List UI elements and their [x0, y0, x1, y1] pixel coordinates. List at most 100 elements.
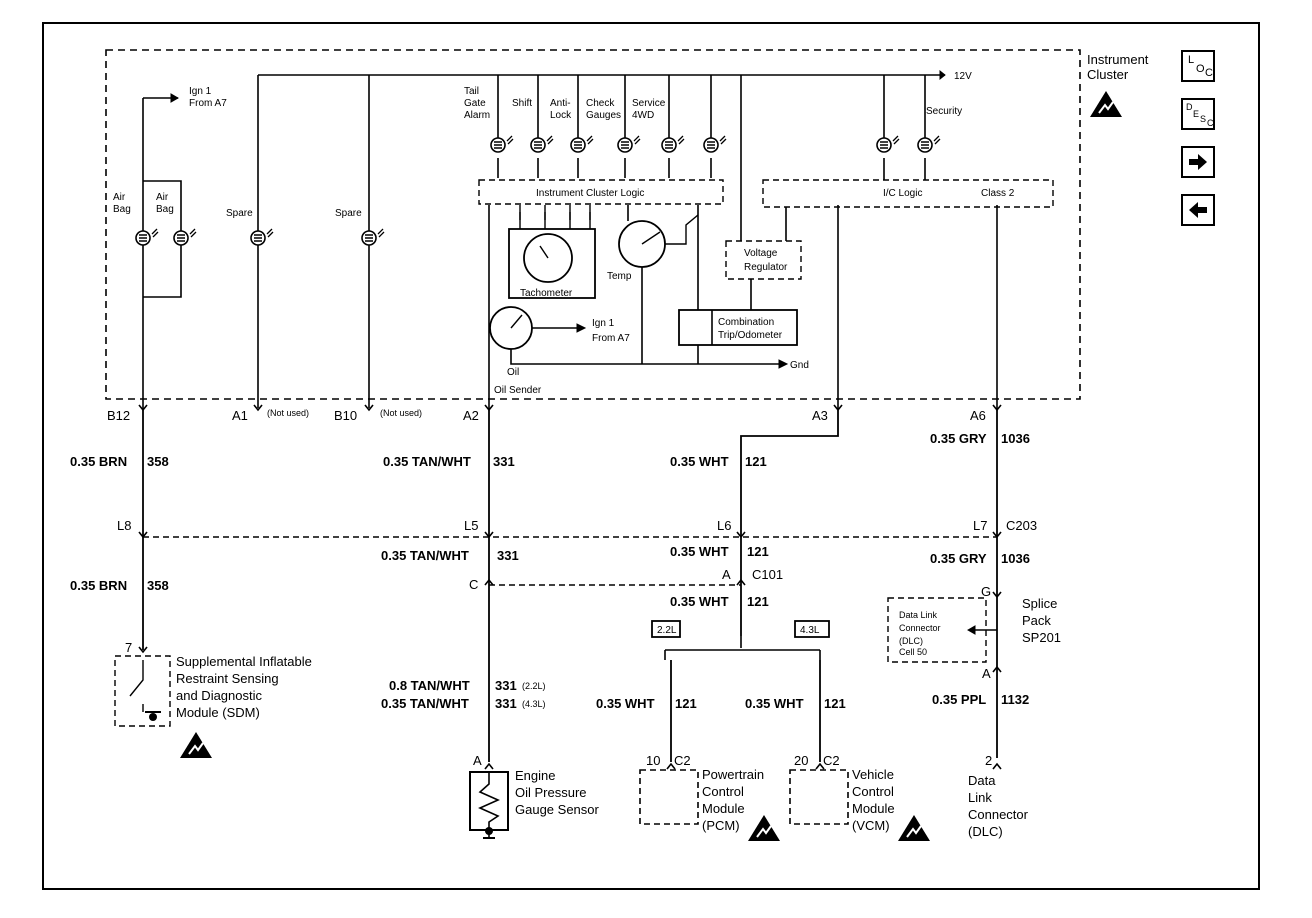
conn-a-c101: A: [722, 567, 731, 582]
wire-tan-b-num: 331: [497, 548, 519, 563]
vcm-label-1: Vehicle: [852, 767, 894, 782]
conn-g: G: [981, 584, 991, 599]
pcm-label-3: Module: [702, 801, 745, 816]
wire-tan-b: 0.35 TAN/WHT: [381, 548, 469, 563]
conn-c: C: [469, 577, 478, 592]
ign-oil-2: From A7: [592, 333, 630, 344]
vcm-label-3: Module: [852, 801, 895, 816]
sdm-label-1: Supplemental Inflatable: [176, 654, 312, 669]
tailgate-3: Alarm: [464, 110, 490, 121]
pin-b12: B12: [107, 408, 130, 423]
cluster-logic-label: Instrument Cluster Logic: [536, 188, 644, 199]
wire-wht-a-num: 121: [745, 454, 767, 469]
airbag-right-2: Bag: [156, 204, 174, 215]
description-button[interactable]: D E S C: [1181, 98, 1215, 130]
pin-a1: A1: [232, 408, 248, 423]
antilock-2: Lock: [550, 110, 572, 121]
splice-pack-1: Splice: [1022, 596, 1057, 611]
supply-12v: 12V: [954, 71, 972, 82]
pcm-label-1: Powertrain: [702, 767, 764, 782]
oil-sensor-3: Gauge Sensor: [515, 802, 600, 817]
pin-a1-notused: (Not used): [267, 408, 309, 418]
left-arrow-icon: [1189, 202, 1207, 218]
splice-pack-3: SP201: [1022, 630, 1061, 645]
combo-trip-1: Combination: [718, 317, 774, 328]
tailgate-2: Gate: [464, 98, 486, 109]
spare-2-label: Spare: [335, 208, 362, 219]
vcm-label-2: Control: [852, 784, 894, 799]
previous-page-button[interactable]: [1181, 194, 1215, 226]
wire-gry-a: 0.35 GRY: [930, 431, 987, 446]
ign-oil-1: Ign 1: [592, 318, 615, 329]
antilock-1: Anti-: [550, 98, 571, 109]
sdm-label-4: Module (SDM): [176, 705, 260, 720]
conn-l7: L7: [973, 518, 987, 533]
pin-a6: A6: [970, 408, 986, 423]
splice-pack-2: Pack: [1022, 613, 1051, 628]
wire-wht-pcm-num: 121: [675, 696, 697, 711]
wire-tan-a: 0.35 TAN/WHT: [383, 454, 471, 469]
pcm-pin: 10: [646, 753, 660, 768]
wire-brn-a-num: 358: [147, 454, 169, 469]
wire-wht-b-num: 121: [747, 544, 769, 559]
dlc-label-2: Link: [968, 790, 992, 805]
wire-wht-c: 0.35 WHT: [670, 594, 729, 609]
pcm-label-2: Control: [702, 784, 744, 799]
wire-wht-a: 0.35 WHT: [670, 454, 729, 469]
pin-b10: B10: [334, 408, 357, 423]
shift-label: Shift: [512, 98, 532, 109]
dlc-label-3: Connector: [968, 807, 1029, 822]
oil-sensor-1: Engine: [515, 768, 555, 783]
conn-c101: C101: [752, 567, 783, 582]
location-button[interactable]: L O C: [1181, 50, 1215, 82]
volt-reg-2: Regulator: [744, 262, 788, 273]
cluster-label-1: Instrument: [1087, 52, 1149, 67]
ign-top-1: Ign 1: [189, 86, 212, 97]
dlc-label-4: (DLC): [968, 824, 1003, 839]
next-page-button[interactable]: [1181, 146, 1215, 178]
engine-4-3-tag: 4.3L: [800, 625, 820, 636]
vcm-label-4: (VCM): [852, 818, 890, 833]
airbag-left-2: Bag: [113, 204, 131, 215]
conn-l8: L8: [117, 518, 131, 533]
combo-trip-2: Trip/Odometer: [718, 330, 783, 341]
wire-brn-a: 0.35 BRN: [70, 454, 127, 469]
oil-sender-label: Oil Sender: [494, 385, 542, 396]
wire-tan-22: 0.8 TAN/WHT: [389, 678, 470, 693]
vcm-pin: 20: [794, 753, 808, 768]
oil-sensor-2: Oil Pressure: [515, 785, 587, 800]
instrument-cluster-box: [105, 49, 1081, 400]
pin-a3: A3: [812, 408, 828, 423]
sensor-pin-a: A: [473, 753, 482, 768]
service-4wd-1: Service: [632, 98, 666, 109]
wire-brn-b: 0.35 BRN: [70, 578, 127, 593]
temp-label: Temp: [607, 271, 632, 282]
wire-tan-22-engine: (2.2L): [522, 681, 546, 691]
wire-ppl: 0.35 PPL: [932, 692, 986, 707]
spare-1-label: Spare: [226, 208, 253, 219]
splice-inner-1: Data Link: [899, 610, 938, 620]
ic-logic-label: I/C Logic: [883, 188, 922, 199]
wire-tan-22-num: 331: [495, 678, 517, 693]
wire-tan-43-engine: (4.3L): [522, 699, 546, 709]
sheet-frame: [42, 22, 1260, 890]
wire-ppl-num: 1132: [1001, 692, 1029, 707]
airbag-left-1: Air: [113, 192, 126, 203]
volt-reg-1: Voltage: [744, 248, 778, 259]
conn-l6: L6: [717, 518, 731, 533]
check-gauges-1: Check: [586, 98, 615, 109]
splice-inner-2: Connector: [899, 623, 941, 633]
cluster-label-2: Cluster: [1087, 67, 1129, 82]
dlc-pin: 2: [985, 753, 992, 768]
pin-a2: A2: [463, 408, 479, 423]
airbag-right-1: Air: [156, 192, 169, 203]
wire-gry-b: 0.35 GRY: [930, 551, 987, 566]
security-label: Security: [926, 106, 962, 117]
gnd-label: Gnd: [790, 360, 809, 371]
tailgate-1: Tail: [464, 86, 479, 97]
pcm-label-4: (PCM): [702, 818, 740, 833]
splice-inner-3: (DLC): [899, 636, 923, 646]
sdm-pin-7: 7: [125, 640, 132, 655]
conn-l5: L5: [464, 518, 478, 533]
